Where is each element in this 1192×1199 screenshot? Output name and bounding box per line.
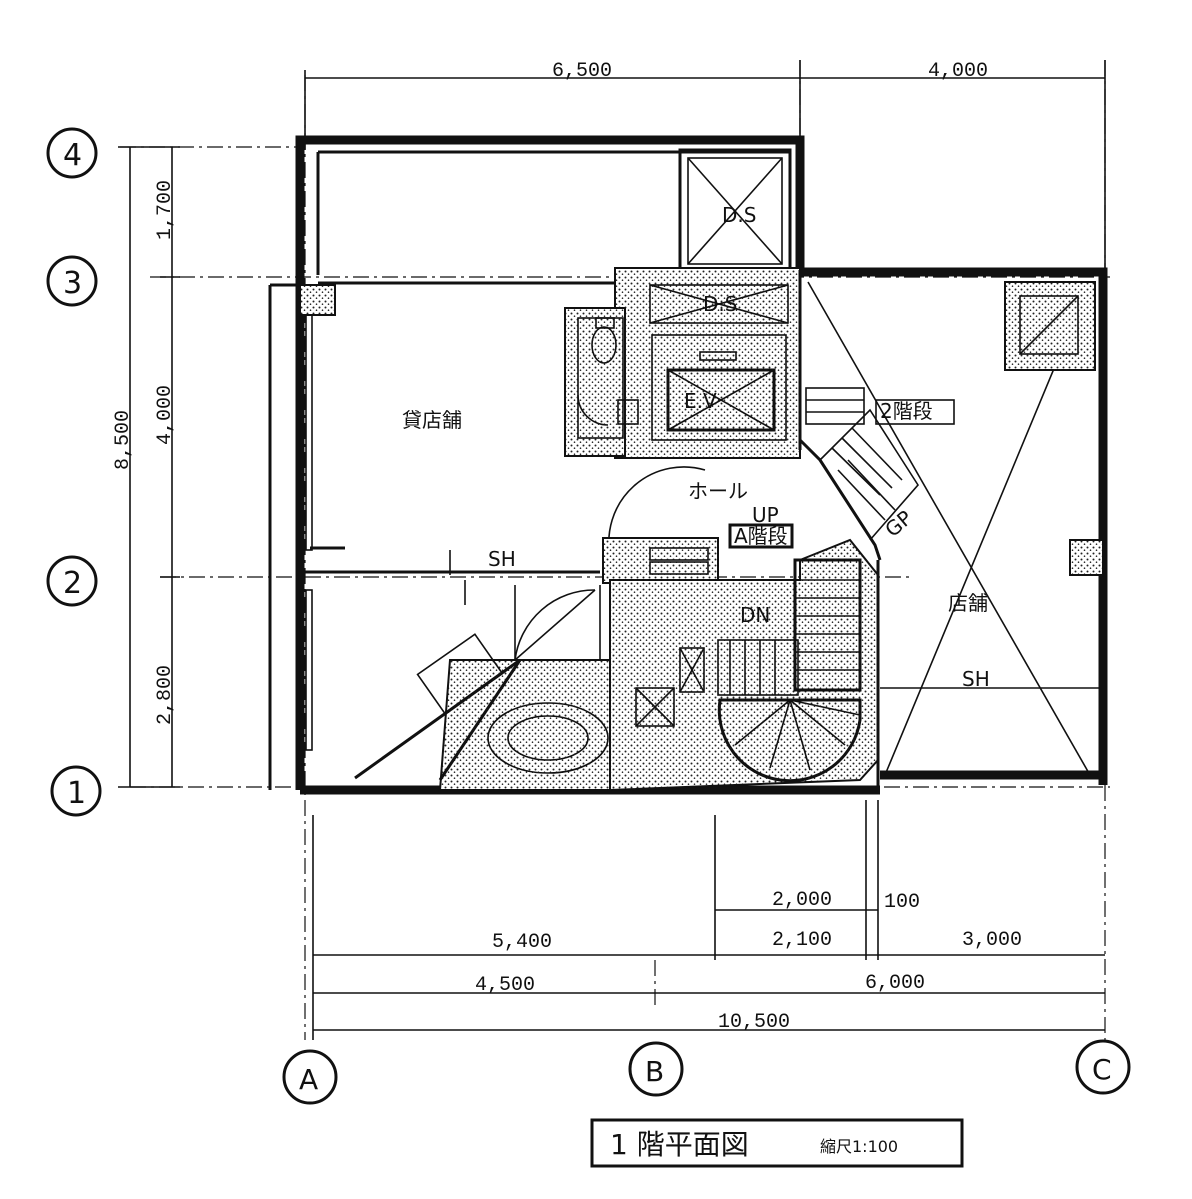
dim-top-right: 4,000 bbox=[928, 60, 988, 83]
sh-right-label: SH bbox=[962, 667, 990, 691]
grid-bubble-2 bbox=[46, 555, 98, 607]
kaidan-label: A階段 bbox=[734, 524, 788, 548]
dn-label: DN bbox=[740, 603, 770, 627]
dim-bottom-total: 10,500 bbox=[718, 1011, 790, 1034]
col-grid-bubbles: A B C bbox=[282, 1039, 1131, 1105]
gp-label: GP bbox=[880, 506, 917, 542]
up-label: UP bbox=[752, 503, 779, 527]
grid-label-4: 4 bbox=[63, 138, 82, 173]
grid-label-2: 2 bbox=[63, 566, 82, 601]
dim-bottom-3000: 3,000 bbox=[962, 929, 1022, 952]
dim-bottom-100: 100 bbox=[884, 891, 920, 914]
title-scale: 縮尺1:100 bbox=[820, 1137, 898, 1156]
hall-area: ホール UP A階段 bbox=[602, 270, 802, 584]
dim-bottom-2000: 2,000 bbox=[772, 889, 832, 912]
grid-bubble-4 bbox=[46, 127, 98, 179]
grid-label-1: 1 bbox=[67, 776, 86, 811]
dim-bottom-6000: 6,000 bbox=[865, 972, 925, 995]
sh-left-label: SH bbox=[488, 547, 516, 571]
dim-bottom-2100: 2,100 bbox=[772, 929, 832, 952]
dim-left-part-2: 4,000 bbox=[154, 385, 177, 445]
grid-label-c: C bbox=[1092, 1053, 1112, 1086]
dim-bottom-5400: 5,400 bbox=[492, 931, 552, 954]
left-shop-label: 貸店舗 bbox=[402, 408, 462, 432]
upper-stair: 2階段 GP bbox=[798, 387, 955, 561]
title-main: 1 階平面図 bbox=[610, 1128, 749, 1161]
stair-2-label: 2階段 bbox=[880, 399, 933, 423]
title-block: 1 階平面図 縮尺1:100 bbox=[590, 1118, 964, 1168]
ds-shaft-top: D.S bbox=[678, 148, 792, 272]
grid-bubble-3 bbox=[46, 255, 98, 307]
grid-bubble-c bbox=[1075, 1039, 1131, 1095]
right-shop-label: 店舗 bbox=[948, 591, 988, 615]
hall-label: ホール bbox=[688, 479, 748, 503]
top-dimension: 6,500 4,000 bbox=[304, 60, 1106, 270]
dim-left-total: 8,500 bbox=[112, 410, 135, 470]
grid-bubble-1 bbox=[50, 765, 102, 817]
grid-bubble-b bbox=[628, 1041, 684, 1097]
left-dimension: 8,500 1,700 4,000 2,800 bbox=[112, 146, 180, 788]
grid-label-a: A bbox=[299, 1063, 318, 1096]
grid-label-b: B bbox=[645, 1055, 664, 1088]
grid-label-3: 3 bbox=[63, 266, 82, 301]
ev-label: E.V bbox=[684, 389, 717, 413]
bottom-dimensions: 2,000 100 5,400 2,100 3,000 4,500 6,000 … bbox=[312, 800, 1105, 1040]
grid-bubble-a bbox=[282, 1049, 338, 1105]
entrance-area bbox=[354, 585, 611, 791]
partitions: SH SH bbox=[299, 284, 1104, 691]
dim-bottom-4500: 4,500 bbox=[475, 974, 535, 997]
core-block: D.S E.V bbox=[564, 267, 801, 459]
dim-left-part-3: 2,800 bbox=[154, 665, 177, 725]
ds-label-top: D.S bbox=[722, 203, 756, 227]
row-grid-bubbles: 4 3 2 1 bbox=[46, 127, 102, 817]
ds-label-mid: D.S bbox=[703, 292, 737, 316]
dim-top-left: 6,500 bbox=[552, 60, 612, 83]
right-shop-area bbox=[807, 281, 1096, 790]
dim-left-part-1: 1,700 bbox=[154, 180, 177, 240]
